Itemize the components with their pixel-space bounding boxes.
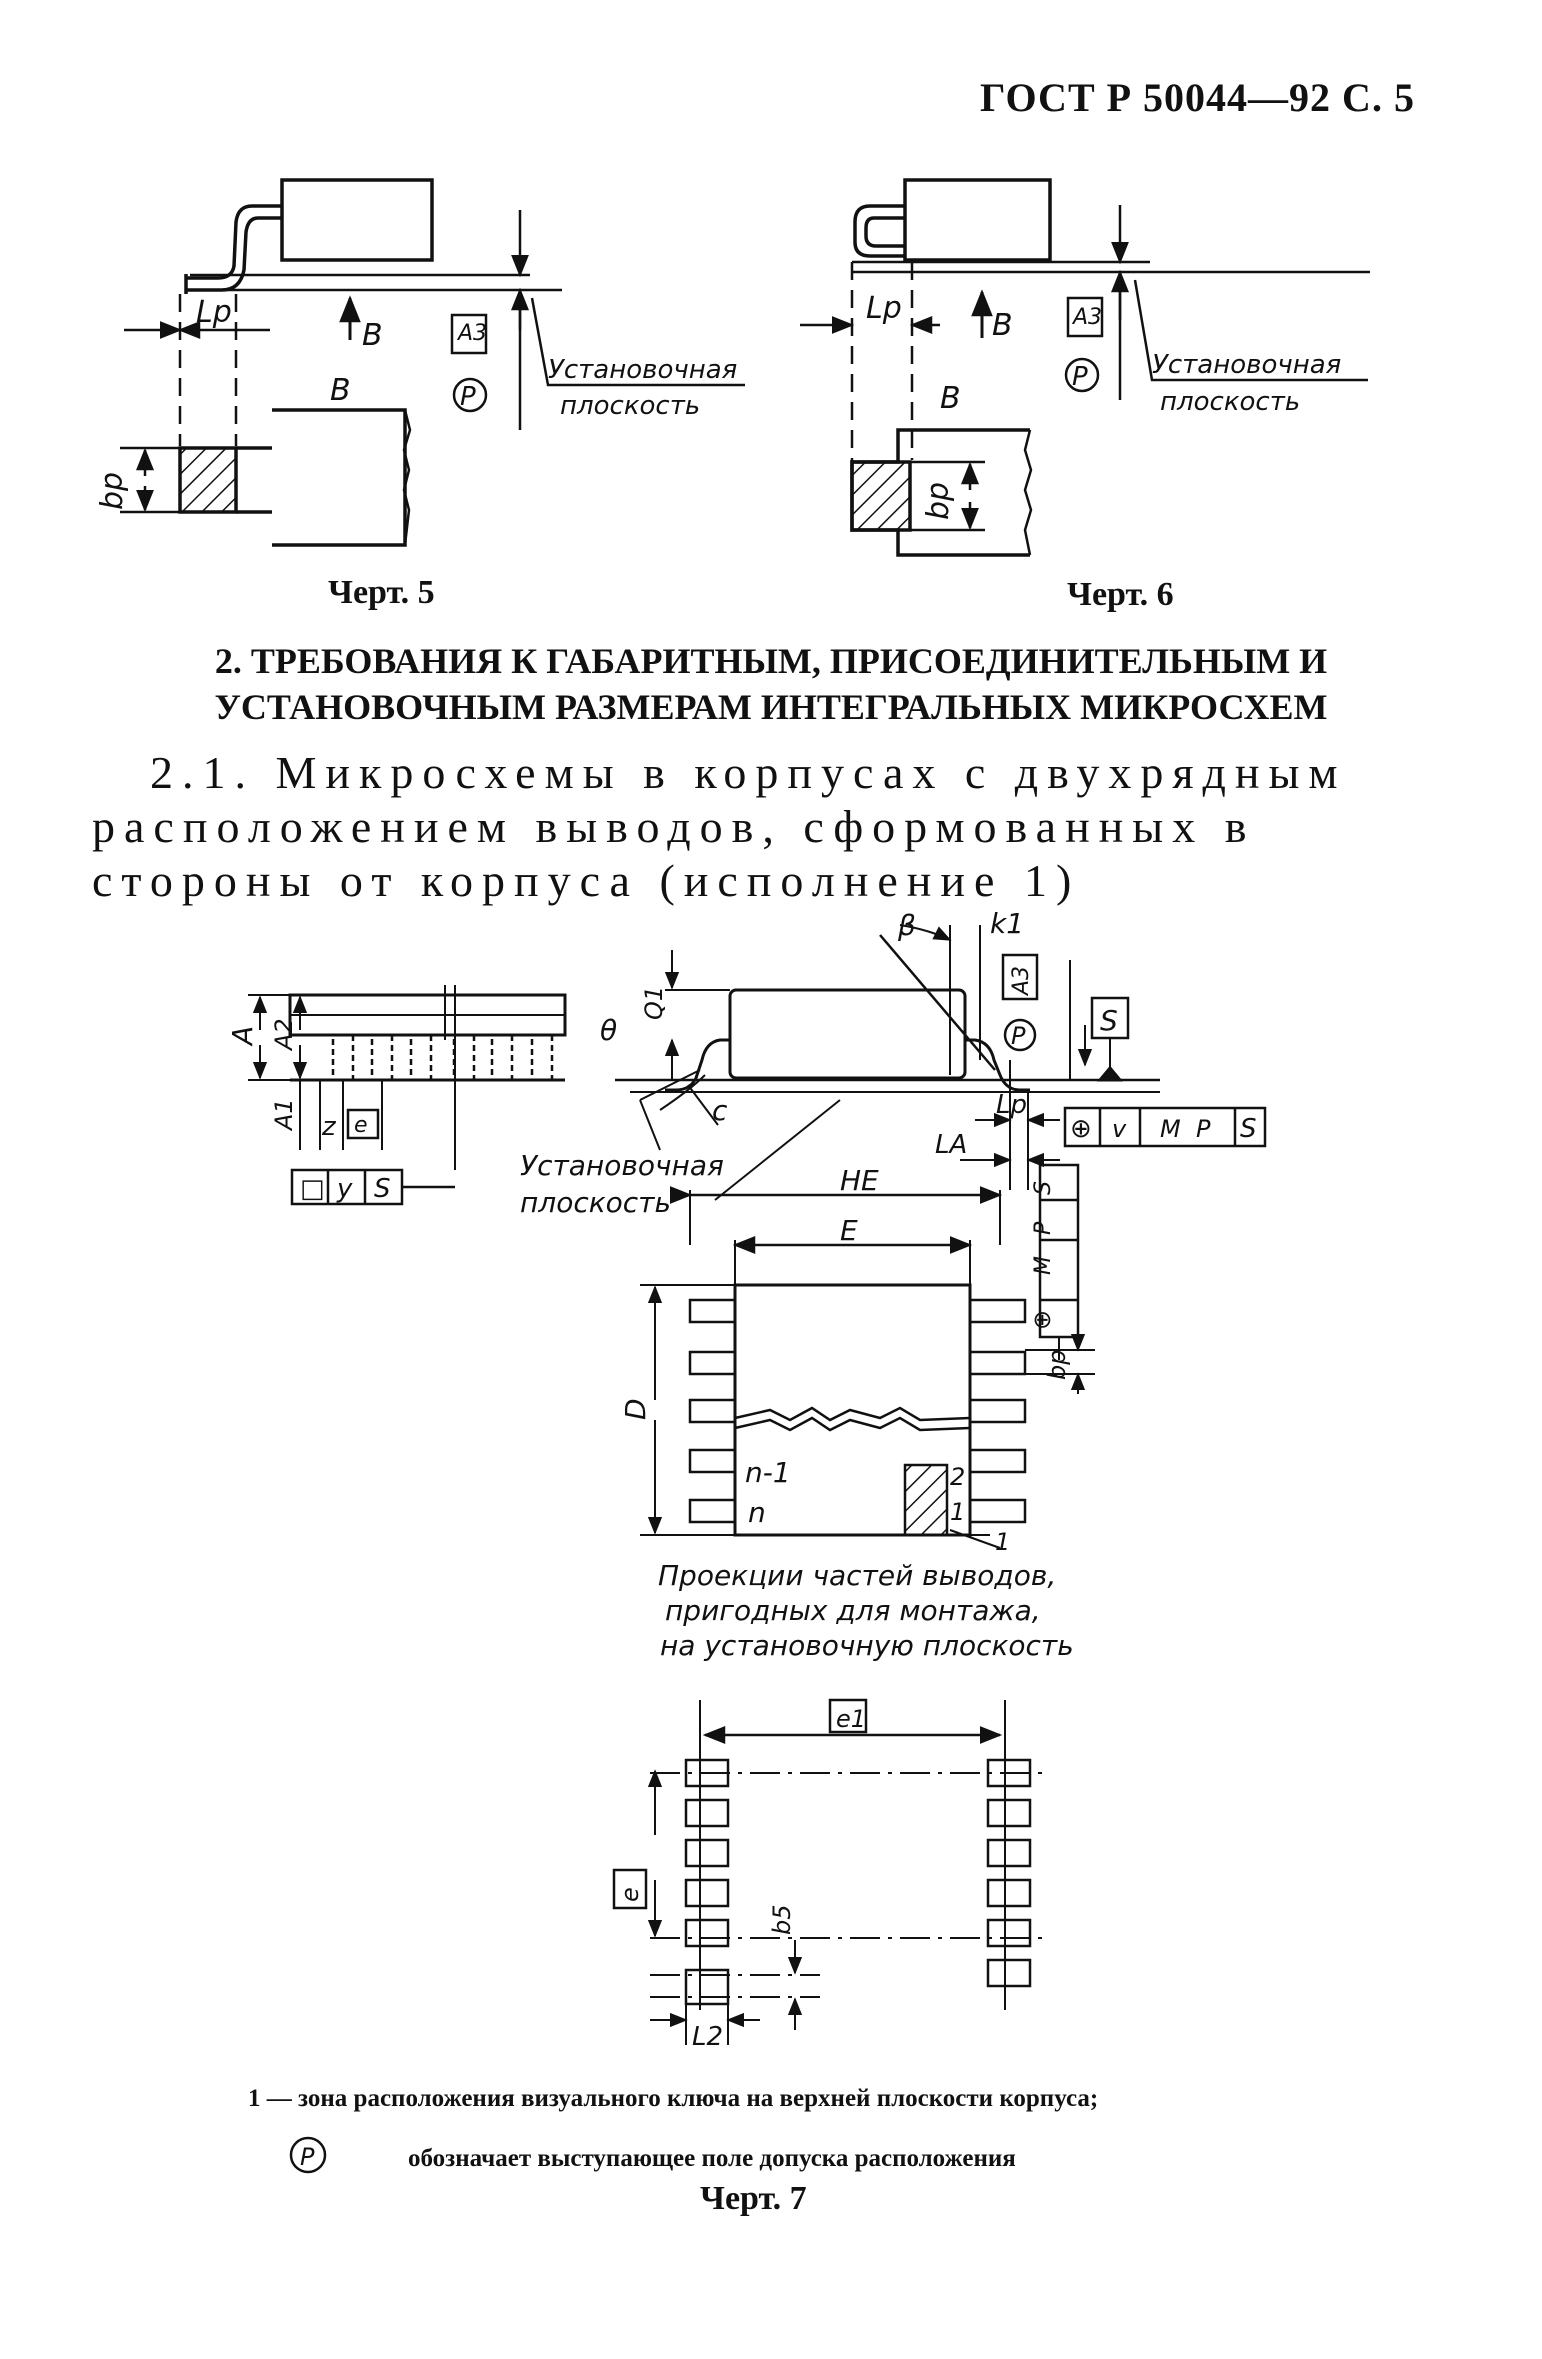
fig7-plane-line2: плоскость [520, 1186, 671, 1219]
fig6-lp-label: Lp [866, 291, 902, 326]
fig7-label-key: 1 [995, 1528, 1010, 1556]
paragraph-line3: стороны от корпуса (исполнение 1) [92, 855, 1081, 906]
fig7-pad-layout [612, 1698, 1050, 2045]
fig7-left-leads [688, 1298, 735, 1524]
fig7-proj-line3: на установочную плоскость [660, 1629, 1074, 1662]
fig7-label-pin1: 1 [950, 1498, 965, 1526]
fig5-p-label: P [460, 382, 476, 412]
fig5-lead [186, 204, 282, 280]
fig7-plane-line1: Установочная [520, 1149, 724, 1182]
fig7-label-b5: b5 [768, 1904, 796, 1935]
fig7-label-Q1: Q1 [640, 986, 668, 1020]
fig7-proj-line1: Проекции частей выводов, [658, 1559, 1056, 1592]
fig7-label-theta: θ [600, 1014, 617, 1047]
section-heading-line2: УСТАНОВОЧНЫМ РАЗМЕРАМ ИНТЕГРАЛЬНЫХ МИКРО… [214, 687, 1328, 727]
fig7-label-Lp: Lp [996, 1090, 1027, 1120]
fig7-legend-key-zone: 1 — зона расположения визуального ключа … [248, 2085, 1099, 2112]
fig7-label-HE: HE [840, 1164, 879, 1197]
fig7-side-view [615, 924, 1267, 1201]
fig7-label-LA: LA [935, 1130, 967, 1160]
fig6-pad [850, 460, 912, 532]
fig7-label-beta: β [897, 909, 916, 942]
fig7-top-view [640, 1163, 1095, 1549]
fig7-label-e-vert: e [616, 1887, 644, 1902]
section-heading-line1: 2. ТРЕБОВАНИЯ К ГАБАРИТНЫМ, ПРИСОЕДИНИТЕ… [214, 641, 1328, 681]
fig7-label-y: y [336, 1174, 353, 1204]
fig6-a3-label: A3 [1071, 305, 1102, 330]
fig5-body-side [280, 178, 434, 262]
fig7-label-D: D [619, 1398, 652, 1420]
fig5-lp-label: Lp [196, 295, 232, 330]
fig6-body-side [903, 178, 1052, 262]
fig5-b-arrow-label: B [362, 318, 383, 353]
paragraph-line1: 2.1. Микросхемы в корпусах с двухрядным [150, 747, 1347, 798]
fig7-label-M-vert: M [1031, 1256, 1056, 1275]
fig7-caption: Черт. 7 [700, 2180, 807, 2217]
p-symbol-icon [289, 2136, 327, 2174]
fig7-label-flatness: □ [300, 1174, 325, 1204]
fig7-label-n-1: n-1 [745, 1456, 791, 1489]
fig6-bp-label: bp [921, 482, 956, 520]
fig7-label-S-top: S [1100, 1004, 1118, 1037]
fig5-pad [178, 446, 238, 514]
fig7-label-P-vert: P [1031, 1221, 1056, 1235]
fig7-label-k1: k1 [990, 907, 1024, 940]
fig7-pos-icon-vert: ⊕ [1028, 1310, 1056, 1330]
fig7-label-n: n [748, 1496, 766, 1529]
fig5-caption: Черт. 5 [328, 574, 435, 611]
fig7-label-c: c [712, 1094, 728, 1127]
fig7-label-A2: A2 [270, 1018, 298, 1052]
fig5-drawing [120, 178, 745, 547]
section-heading: 2. ТРЕБОВАНИЯ К ГАБАРИТНЫМ, ПРИСОЕДИНИТЕ… [0, 638, 1542, 730]
fig5-body-top [272, 408, 407, 547]
paragraph-line2: расположением выводов, сформованных в [92, 801, 1256, 852]
fig5-b-view-label: B [330, 373, 351, 408]
fig7-right-leads [970, 1298, 1027, 1524]
fig7-label-A1: A1 [270, 1098, 298, 1132]
fig7-label-S-right: S [1240, 1114, 1257, 1144]
fig7-label-A: A [226, 1026, 259, 1047]
paragraph-2-1: 2.1. Микросхемы в корпусах с двухрядным … [92, 746, 1472, 908]
fig6-b-arrow-label: B [992, 308, 1013, 343]
fig6-plane-line1: Установочная [1152, 350, 1341, 380]
fig7-label-e-box: e [354, 1113, 368, 1138]
fig7-pos-icon: ⊕ [1070, 1114, 1092, 1144]
fig5-bp-label: bp [95, 472, 130, 510]
p-symbol-letter: P [300, 2143, 315, 2171]
fig7-label-bp: bp [1043, 1350, 1071, 1380]
fig7-label-P: P [1011, 1022, 1026, 1050]
fig7-pads-left [684, 1758, 730, 2006]
fig7-label-S-vert: S [1031, 1181, 1056, 1195]
fig7-end-view [248, 985, 567, 1206]
fig6-caption: Черт. 6 [1067, 576, 1174, 613]
fig7-label-L2: L2 [692, 2022, 723, 2052]
fig6-plane-line2: плоскость [1160, 387, 1300, 417]
page-header: ГОСТ Р 50044—92 С. 5 [980, 75, 1415, 120]
fig7-proj-line2: пригодных для монтажа, [665, 1594, 1041, 1627]
fig7-legend-p-symbol: обозначает выступающее поле допуска расп… [408, 2145, 1016, 2172]
fig7-label-S-left: S [374, 1174, 391, 1204]
fig5-a3-label: A3 [456, 321, 487, 346]
fig7-label-E: E [840, 1214, 858, 1247]
fig7-label-pin2: 2 [950, 1463, 965, 1491]
fig6-p-label: P [1072, 362, 1088, 392]
fig7-label-z: z [321, 1112, 337, 1142]
fig6-drawing [800, 178, 1370, 557]
fig7-label-v: v [1112, 1115, 1127, 1143]
fig7-label-A3: A3 [1009, 966, 1034, 997]
fig7-pads-right [986, 1758, 1032, 1988]
figures-5-6: Lp B B A3 P Установочная плоскость bp Lp… [95, 178, 1370, 557]
fig5-plane-line2: плоскость [560, 391, 700, 421]
fig5-plane-line1: Установочная [548, 355, 737, 385]
fig7-label-P2: P [1196, 1115, 1211, 1143]
fig7-label-e1: e1 [836, 1705, 866, 1733]
fig6-b-view-label: B [940, 381, 961, 416]
fig6-lead [853, 204, 905, 258]
fig7-label-M: M [1160, 1115, 1181, 1143]
